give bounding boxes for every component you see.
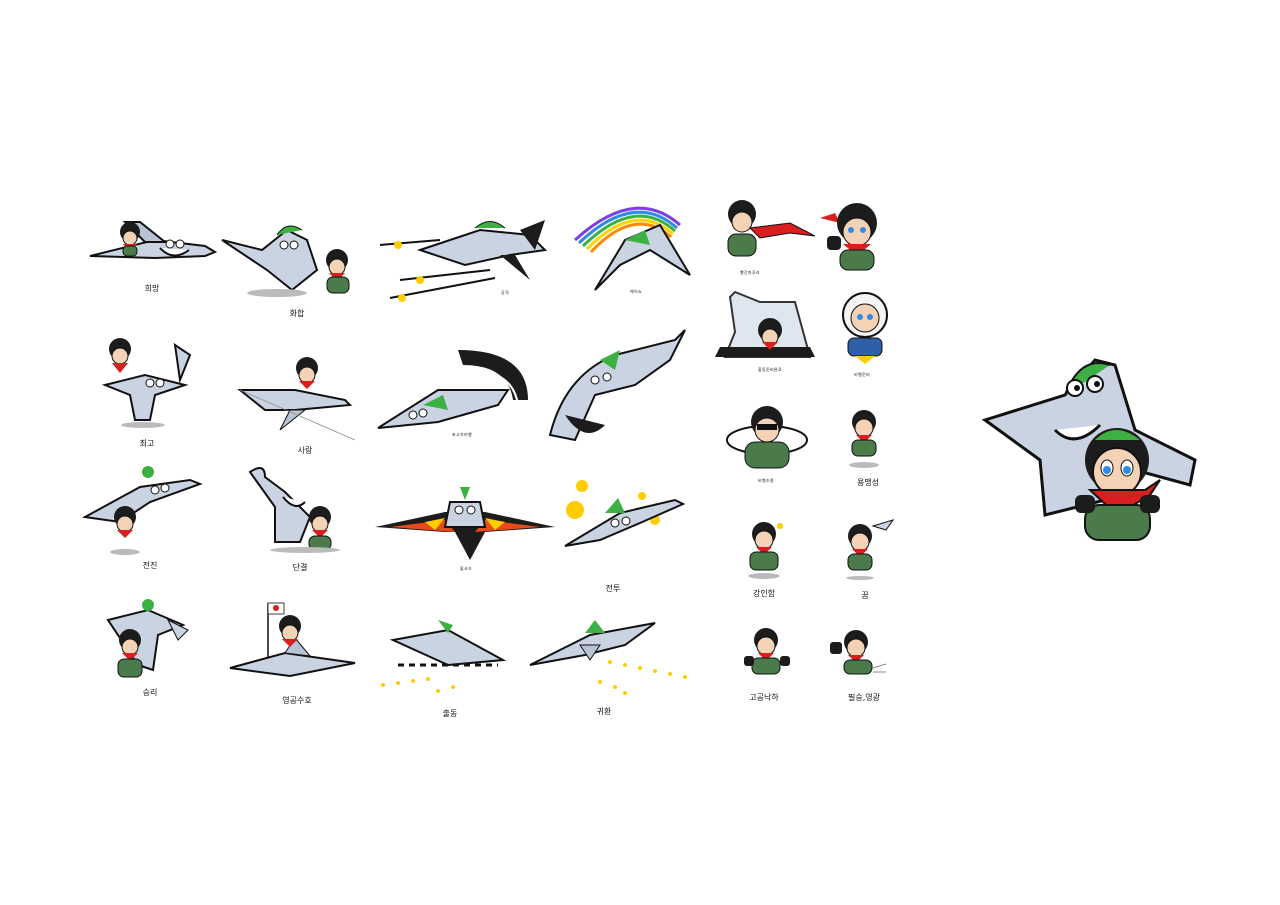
caption-phoenix: 불사조 [460, 566, 472, 571]
caption-dream: 꿈 [861, 591, 869, 600]
fighter-jet-mascot-icon [229, 602, 356, 678]
fighter-jet-mascot-icon [548, 329, 686, 442]
pilot-mascot-icon [842, 292, 888, 364]
caption-supersonic: 초고속비행 [452, 432, 472, 437]
caption-love: 사랑 [297, 446, 313, 455]
caption-skydive: 고공낙하 [749, 693, 779, 702]
caption-ready: 출동준비완료 [758, 367, 782, 372]
caption-unity: 단결 [292, 563, 308, 572]
fighter-jet-mascot-icon [381, 620, 507, 693]
pilot-mascot-icon [726, 406, 808, 469]
caption-flight-prep: 비행준비 [854, 372, 870, 377]
caption-harmony: 화합 [289, 309, 305, 318]
fighter-jet-mascot-icon [377, 350, 528, 429]
caption-battle: 전투 [605, 584, 621, 593]
caption-glory: 필승,영광 [848, 693, 880, 702]
fighter-jet-mascot-icon [101, 338, 192, 428]
caption-best: 최고 [139, 439, 155, 448]
pilot-mascot-icon [846, 519, 895, 580]
fighter-jet-mascot-icon [573, 206, 691, 291]
pilot-mascot-icon [727, 200, 816, 257]
fighter-jet-mascot-icon [221, 225, 350, 297]
fighter-jet-mascot-icon [237, 357, 356, 441]
fighter-jet-mascot-icon [379, 220, 548, 302]
caption-victory: 승리 [142, 688, 158, 697]
fighter-jet-mascot-icon [375, 487, 555, 560]
fighter-jet-mascot-icon [89, 221, 218, 260]
caption-advance: 전진 [142, 561, 158, 570]
caption-toughness: 강인함 [752, 589, 776, 598]
fighter-jet-mascot-icon [106, 599, 189, 678]
pilot-mascot-icon [715, 290, 815, 358]
pilot-mascot-icon [748, 522, 783, 579]
caption-attack: 공격 [501, 290, 509, 295]
caption-defense: 영공수호 [282, 696, 312, 705]
pilot-mascot-icon [820, 203, 877, 271]
fighter-jet-mascot-icon [81, 466, 203, 555]
fighter-jet-mascot-icon [248, 467, 340, 553]
caption-hope: 희망 [144, 284, 160, 293]
caption-piloting: 비행조종 [758, 478, 774, 483]
fighter-jet-mascot-icon [529, 620, 687, 695]
pilot-mascot-icon [830, 630, 887, 675]
caption-sortie: 출동 [442, 709, 458, 718]
fighter-jet-mascot-icon [981, 358, 1197, 541]
caption-bravery: 용맹성 [856, 478, 880, 487]
pilot-mascot-icon [849, 410, 879, 468]
pilot-mascot-icon [744, 628, 790, 675]
caption-red-muffler: 빨간마후라 [740, 270, 760, 275]
caption-return: 귀환 [596, 707, 612, 716]
fighter-jet-mascot-icon [564, 480, 686, 547]
caption-airshow: 에어쇼 [630, 289, 642, 294]
